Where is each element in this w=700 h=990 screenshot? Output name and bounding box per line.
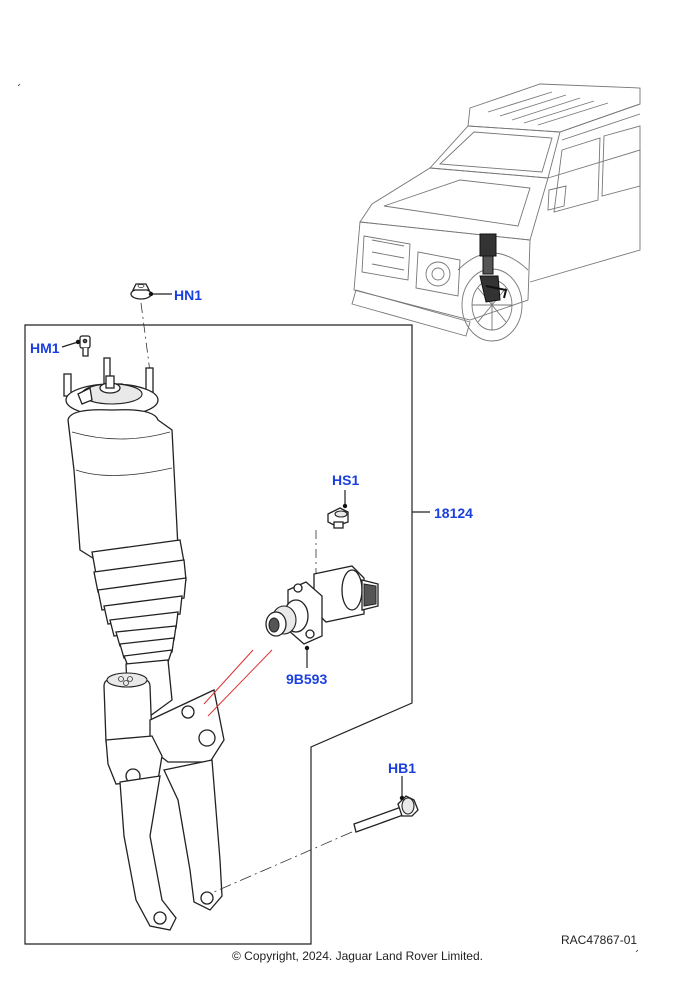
callout-18124: 18124 <box>434 505 473 521</box>
vehicle-illustration <box>351 83 641 342</box>
hn1-leader-dot <box>148 291 154 297</box>
callout-hm1: HM1 <box>30 340 60 356</box>
valve-9b593 <box>265 565 379 645</box>
hb1-leader-dot <box>399 795 405 801</box>
corner-mark <box>17 83 21 87</box>
air-strut-assembly <box>63 357 225 931</box>
valve-location-line-2 <box>207 649 273 717</box>
hn1-nut <box>130 283 152 300</box>
strut-location-highlight <box>479 233 508 303</box>
hb1-centerline <box>213 831 353 893</box>
corner-mark <box>635 949 639 953</box>
callout-hb1: HB1 <box>388 760 417 776</box>
hm1-leader <box>61 341 79 348</box>
hs1-leader-dot <box>342 503 348 509</box>
hb1-bolt <box>353 795 419 833</box>
copyright-notice: © Copyright, 2024. Jaguar Land Rover Lim… <box>232 949 483 963</box>
callout-hs1: HS1 <box>332 472 360 488</box>
diagram-reference: RAC47867-01 <box>561 933 638 947</box>
assembly-frame <box>24 324 413 945</box>
callout-9b593: 9B593 <box>286 671 328 687</box>
hn1-centerline <box>140 302 151 373</box>
callout-hn1: HN1 <box>174 287 203 303</box>
valve-location-line-1 <box>203 649 254 705</box>
hm1-leader-dot <box>75 339 81 345</box>
hs1-screw <box>327 507 349 529</box>
hm1-sensor <box>79 335 91 357</box>
valve-leader-dot <box>304 645 310 651</box>
